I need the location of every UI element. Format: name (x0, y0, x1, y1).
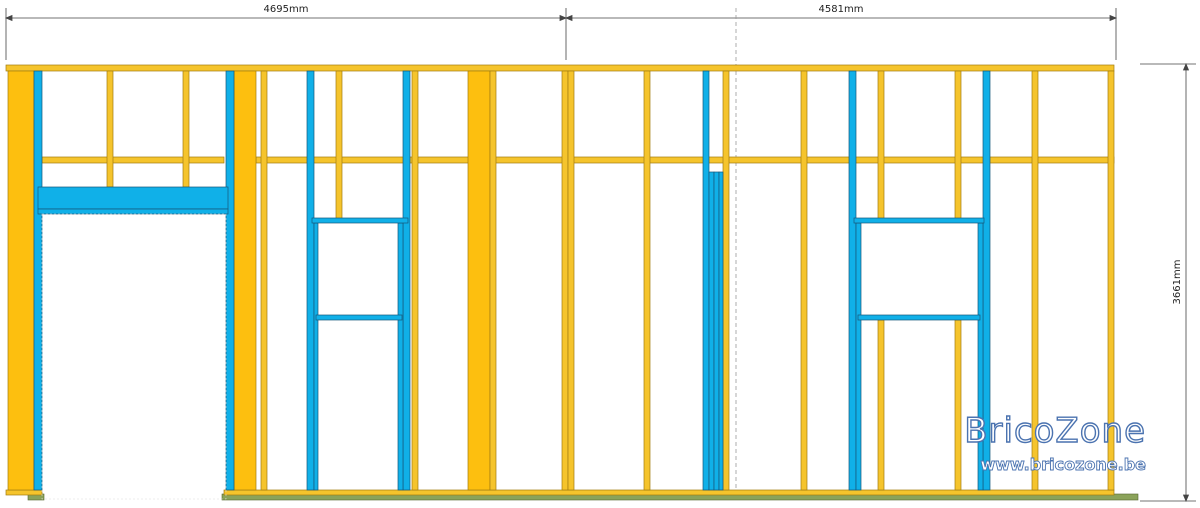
stud-7 (567, 70, 575, 491)
timber-studs (7, 70, 1115, 491)
cripple-stud-1 (106, 70, 114, 188)
bottom-plate-left (5, 489, 43, 496)
door-opening (41, 213, 227, 500)
stud-5 (489, 70, 497, 491)
stud-9 (722, 70, 730, 491)
steel-lintel (37, 186, 229, 210)
steel-post-1 (33, 70, 43, 491)
watermark-title: BricoZone (964, 411, 1146, 451)
steel-column-c (713, 171, 720, 491)
steel-post-3b (313, 222, 319, 491)
stud-6 (561, 70, 569, 491)
stud-10 (800, 70, 808, 491)
steel-column-b (708, 171, 715, 491)
steel-header-1 (311, 217, 409, 224)
steel-sill-1 (315, 314, 403, 321)
dimension-left-width: 4695mm (264, 4, 309, 15)
stud-8 (643, 70, 651, 491)
steel-lintel-flange (37, 208, 229, 215)
steel-post-4b (397, 222, 404, 491)
mid-rail-left (41, 156, 225, 164)
dimension-right-width: 4581mm (819, 4, 864, 15)
watermark-url: www.bricozone.be (980, 455, 1146, 474)
dimension-height: 3661mm (1172, 260, 1183, 305)
steel-column-d (718, 171, 724, 491)
heavy-post-1 (7, 70, 35, 491)
steel-members (33, 70, 991, 491)
plates (5, 64, 1115, 496)
cripple-stud-3 (335, 70, 343, 220)
steel-post-5b (855, 222, 862, 491)
stud-11 (1031, 70, 1039, 491)
heavy-post-3 (467, 70, 491, 491)
steel-sill-2 (857, 314, 981, 321)
steel-header-2 (853, 217, 985, 224)
top-plate (5, 64, 1115, 72)
cripple-stud-4 (877, 70, 885, 220)
cripple-stud-6 (954, 70, 962, 220)
steel-post-4 (402, 70, 411, 491)
steel-post-5 (848, 70, 857, 491)
stud-3 (260, 70, 268, 491)
steel-post-2 (225, 70, 235, 491)
cripple-stud-5 (877, 319, 885, 491)
steel-column-a (702, 70, 710, 491)
stud-4 (411, 70, 419, 491)
dimension-lines (4, 8, 1196, 503)
steel-post-3 (306, 70, 315, 491)
heavy-post-2 (233, 70, 257, 491)
cripple-stud-7 (954, 319, 962, 491)
bottom-plate-right (223, 489, 1115, 496)
stud-12 (1107, 70, 1115, 491)
cripple-stud-2 (182, 70, 190, 188)
